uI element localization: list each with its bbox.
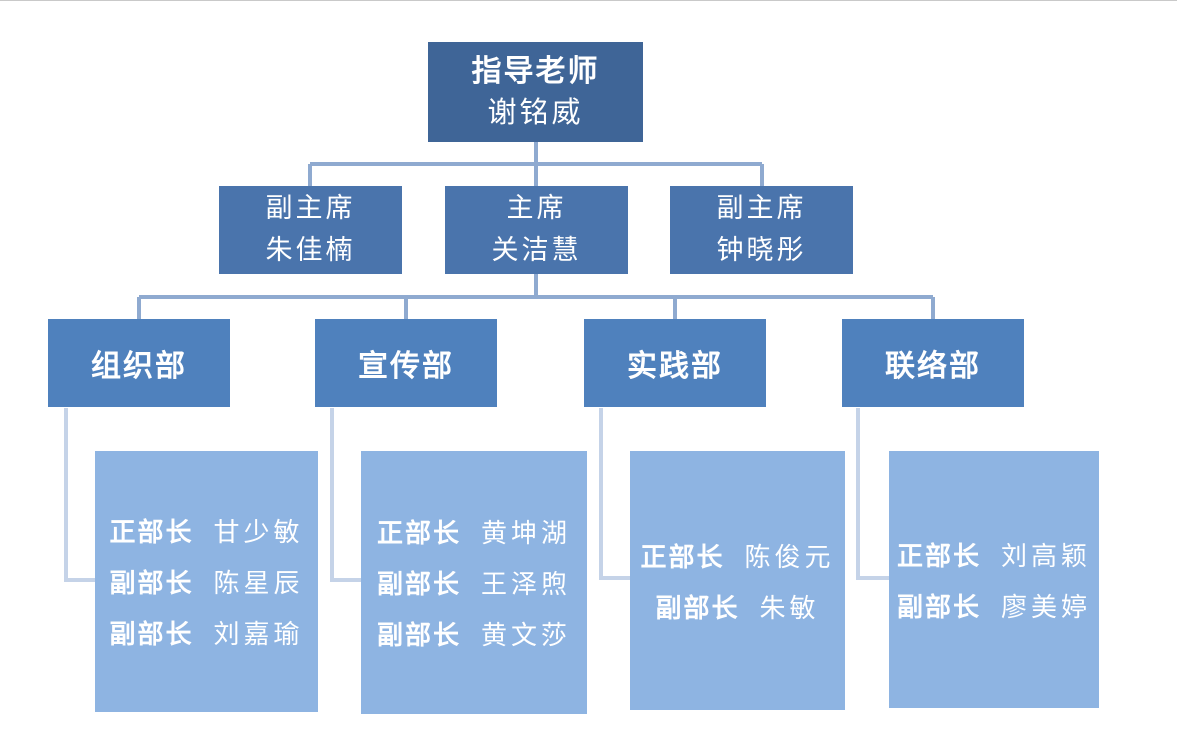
member-role: 正部长 — [640, 542, 725, 573]
members-panel-publicity: 正部长 黄坤湖 副部长 王泽煦 副部长 黄文莎 — [361, 451, 587, 714]
member-name: 陈星辰 — [213, 569, 304, 599]
leader-name: 朱佳楠 — [265, 235, 356, 266]
member-role: 副部长 — [109, 569, 194, 599]
member-name: 王泽煦 — [481, 570, 572, 600]
vice-chair-box-left: 副主席 朱佳楠 — [219, 186, 402, 274]
member-row: 正部长 陈俊元 — [640, 537, 834, 574]
member-name: 朱敏 — [759, 593, 820, 624]
member-name: 甘少敏 — [213, 518, 304, 548]
leader-title: 主席 — [506, 193, 567, 224]
members-panel-liaison: 正部长 刘高颖 副部长 廖美婷 — [889, 451, 1099, 708]
member-row: 正部长 黄坤湖 — [377, 513, 571, 550]
connector-line — [599, 408, 630, 580]
member-name: 刘高颖 — [1001, 541, 1092, 572]
member-row: 副部长 朱敏 — [655, 588, 819, 625]
member-row: 副部长 黄文莎 — [377, 615, 571, 652]
vice-chair-box-right: 副主席 钟晓彤 — [670, 186, 853, 274]
member-name: 陈俊元 — [744, 542, 835, 573]
connector-line — [64, 408, 95, 582]
member-role: 副部长 — [376, 621, 461, 651]
members-panel-organization: 正部长 甘少敏 副部长 陈星辰 副部长 刘嘉瑜 — [95, 451, 318, 712]
advisor-box: 指导老师 谢铭威 — [428, 42, 643, 142]
leader-title: 副主席 — [716, 193, 807, 224]
chair-box: 主席 关洁慧 — [445, 186, 628, 274]
member-role: 正部长 — [896, 541, 981, 572]
member-row: 正部长 甘少敏 — [109, 512, 303, 549]
member-name: 黄文莎 — [481, 621, 572, 651]
members-panel-practice: 正部长 陈俊元 副部长 朱敏 — [630, 451, 845, 710]
department-name: 实践部 — [627, 349, 723, 384]
member-role: 副部长 — [896, 592, 981, 623]
leader-title: 副主席 — [265, 193, 356, 224]
member-row: 副部长 廖美婷 — [897, 587, 1091, 624]
member-row: 正部长 刘高颖 — [897, 536, 1091, 573]
member-name: 廖美婷 — [1001, 592, 1092, 623]
member-row: 副部长 刘嘉瑜 — [109, 614, 303, 651]
leader-name: 关洁慧 — [491, 235, 582, 266]
member-role: 正部长 — [376, 519, 461, 549]
advisor-title: 指导老师 — [471, 54, 600, 89]
department-box-practice: 实践部 — [584, 319, 766, 407]
member-row: 副部长 陈星辰 — [109, 563, 303, 600]
top-border — [0, 0, 1177, 1]
member-name: 刘嘉瑜 — [213, 620, 304, 650]
department-box-organization: 组织部 — [48, 319, 230, 407]
leader-name: 钟晓彤 — [716, 235, 807, 266]
member-role: 正部长 — [109, 518, 194, 548]
connector-line — [330, 408, 361, 582]
member-role: 副部长 — [655, 593, 740, 624]
department-name: 宣传部 — [358, 349, 454, 384]
department-name: 联络部 — [885, 349, 981, 384]
department-box-publicity: 宣传部 — [315, 319, 497, 407]
member-role: 副部长 — [376, 570, 461, 600]
department-box-liaison: 联络部 — [842, 319, 1024, 407]
advisor-name: 谢铭威 — [487, 95, 584, 129]
department-name: 组织部 — [91, 349, 187, 384]
member-role: 副部长 — [109, 620, 194, 650]
connector-line — [856, 408, 889, 580]
member-row: 副部长 王泽煦 — [377, 564, 571, 601]
member-name: 黄坤湖 — [481, 519, 572, 549]
